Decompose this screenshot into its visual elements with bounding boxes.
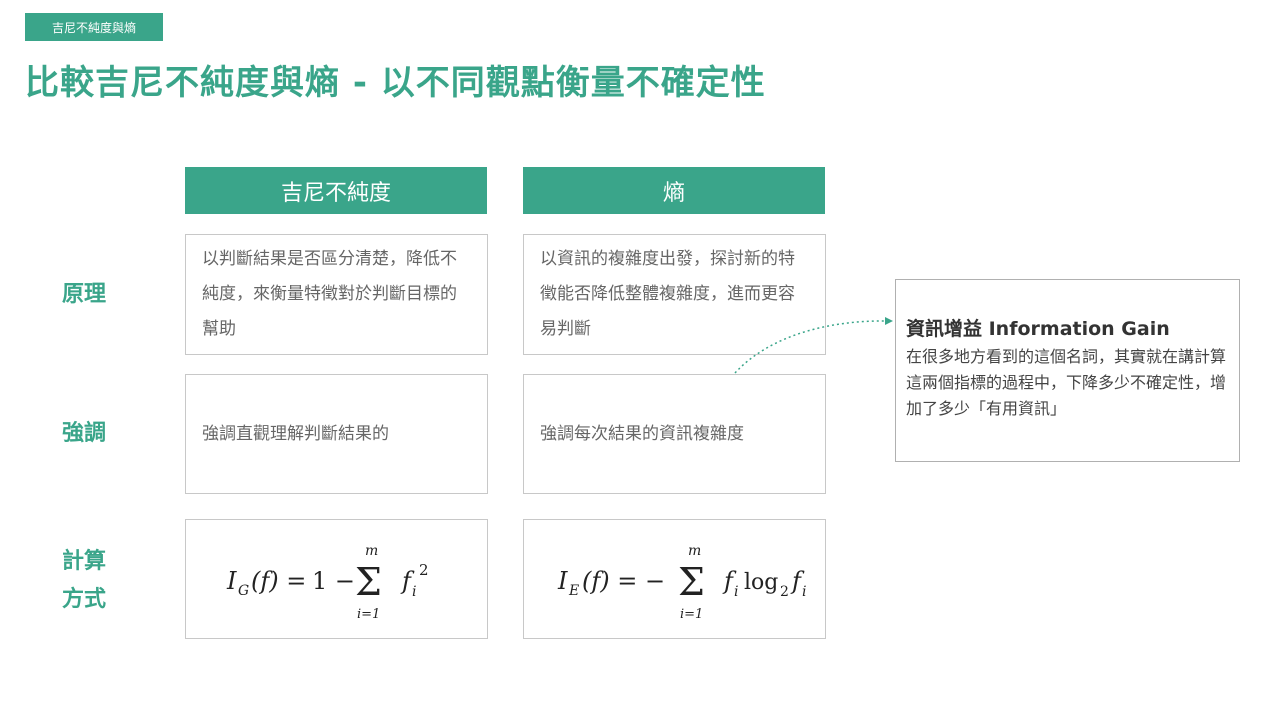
entropy-formula-term2-sub: i — [802, 584, 806, 600]
sigma-icon: Σ — [355, 560, 382, 604]
slide-title: 比較吉尼不純度與熵 - 以不同觀點衡量不確定性 — [25, 63, 766, 103]
entropy-formula-log: log — [744, 570, 778, 595]
gini-formula-sum-bottom: i=1 — [357, 607, 380, 622]
entropy-formula-term-sub: i — [734, 584, 738, 600]
cell-entropy-emphasis: 強調每次結果的資訊複雜度 — [523, 374, 826, 494]
entropy-formula: I E (f) = − m Σ i=1 f i log 2 f i — [557, 543, 806, 622]
gini-formula-lhs-sub: G — [238, 583, 249, 599]
entropy-formula-lhs-sub: E — [568, 583, 579, 599]
row-label-calculation: 計算 方式 — [62, 543, 106, 619]
cell-entropy-formula: I E (f) = − m Σ i=1 f i log 2 f i — [523, 519, 826, 639]
cell-gini-emphasis-text: 強調直觀理解判斷結果的 — [202, 423, 389, 444]
column-header-gini: 吉尼不純度 — [185, 167, 487, 214]
info-box-title: 資訊增益 Information Gain — [906, 318, 1170, 340]
info-box-information-gain: 資訊增益 Information Gain 在很多地方看到的這個名詞，其實就在講… — [895, 279, 1240, 462]
cell-entropy-emphasis-text: 強調每次結果的資訊複雜度 — [540, 423, 744, 444]
info-box-body: 在很多地方看到的這個名詞，其實就在講計算這兩個指標的過程中，下降多少不確定性，增… — [906, 347, 1227, 418]
gini-formula-term-sub: i — [412, 584, 416, 600]
gini-formula-lhs: I — [226, 567, 237, 595]
sigma-icon: Σ — [678, 560, 705, 604]
cell-gini-formula: I G (f) = 1 − m Σ i=1 f i 2 — [185, 519, 488, 639]
entropy-formula-log-sub: 2 — [780, 584, 789, 600]
gini-formula-arg: (f) = — [251, 567, 306, 595]
row-label-emphasis: 強調 — [62, 421, 107, 446]
gini-formula: I G (f) = 1 − m Σ i=1 f i 2 — [226, 543, 429, 622]
row-label-calculation-line2: 方式 — [62, 587, 107, 612]
arrowhead-icon — [885, 317, 893, 325]
section-tag: 吉尼不純度與熵 — [25, 13, 163, 41]
entropy-formula-arg: (f) = − — [582, 567, 665, 595]
column-header-entropy: 熵 — [523, 167, 825, 214]
cell-gini-principle: 以判斷結果是否區分清楚，降低不純度，來衡量特徵對於判斷目標的幫助 — [185, 234, 488, 355]
entropy-formula-lhs: I — [557, 567, 568, 595]
cell-entropy-principle: 以資訊的複雜度出發，探討新的特徵能否降低整體複雜度，進而更容易判斷 — [523, 234, 826, 355]
entropy-formula-sum-top: m — [688, 543, 701, 559]
entropy-formula-sum-bottom: i=1 — [680, 607, 703, 622]
row-label-principle: 原理 — [62, 282, 107, 307]
row-label-calculation-line1: 計算 — [62, 549, 107, 574]
cell-gini-emphasis: 強調直觀理解判斷結果的 — [185, 374, 488, 494]
gini-formula-one: 1 − — [312, 567, 355, 595]
gini-formula-term-sup: 2 — [419, 561, 429, 579]
gini-formula-sum-top: m — [365, 543, 378, 559]
